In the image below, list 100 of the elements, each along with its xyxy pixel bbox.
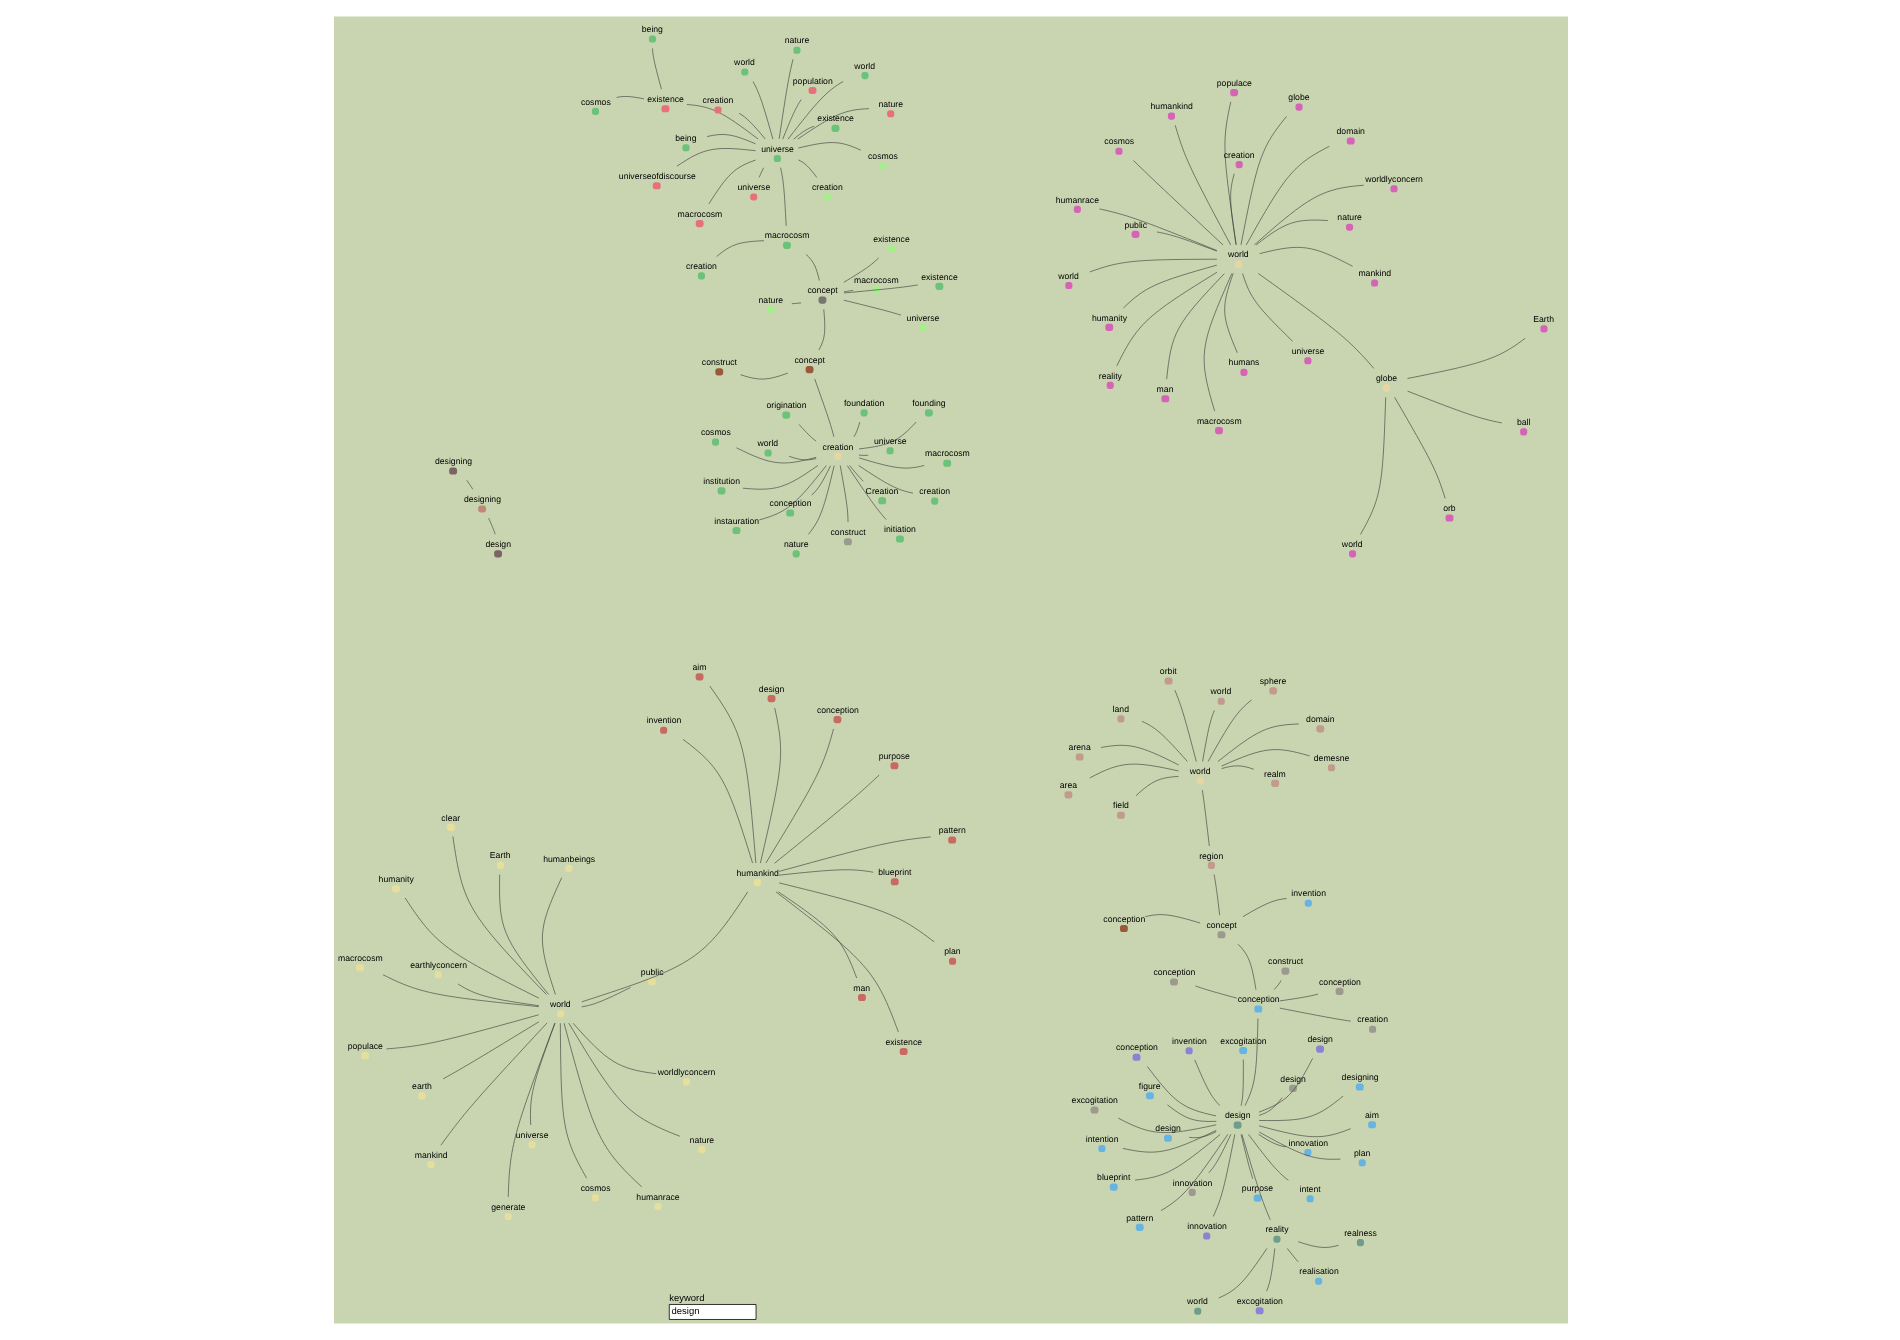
connector [842,257,879,283]
connector [1258,247,1352,267]
connector [1173,125,1230,246]
connector [1241,273,1292,342]
connector [439,1022,547,1146]
connector [777,869,873,876]
connector [848,465,863,482]
connector [1393,396,1445,499]
connector [739,372,788,380]
connector [1206,699,1251,762]
connector [735,447,816,464]
connector [1285,1248,1298,1263]
connector [792,126,814,140]
connector [1140,721,1187,762]
connector [1194,985,1237,999]
connector [817,309,825,351]
connector [1239,1059,1243,1106]
connector [1253,184,1364,246]
connector [786,81,843,140]
connector [852,421,860,438]
connector [1115,271,1217,367]
connector [403,897,539,999]
connector [529,1022,555,1126]
connector [797,424,816,442]
connector [1239,116,1286,246]
connector [1132,160,1223,246]
connector [781,99,801,140]
connector [451,836,546,995]
connector [1165,273,1224,380]
connector [1240,1134,1270,1221]
connector [842,290,853,293]
connector [681,739,752,864]
connector [1223,273,1237,354]
connector [764,728,833,864]
connector [759,707,780,864]
connector [741,465,818,490]
connector [790,302,801,304]
connector [567,1022,680,1137]
connector [1257,1134,1286,1148]
connector [751,81,773,140]
connector [1166,1104,1216,1122]
connector [1229,173,1236,245]
connector [1121,1130,1216,1153]
connector [1117,1117,1216,1133]
connector [506,1022,555,1198]
connector [1257,1095,1343,1121]
connector [1088,763,1178,779]
connector [797,159,817,178]
connector [705,134,755,145]
connector [1241,898,1286,917]
connector [1254,219,1328,246]
connector [1244,145,1329,246]
connector [1217,1248,1267,1299]
connector [845,465,886,520]
connector [571,1022,656,1074]
connector [758,465,826,521]
connector [385,1014,539,1050]
connector [779,167,786,227]
connector [777,882,934,943]
connector [715,240,764,257]
connector [1099,745,1178,766]
connector [1257,1125,1350,1137]
connector [813,378,834,438]
connector [1406,337,1525,379]
connector [1133,1134,1220,1181]
connector [1207,1133,1231,1174]
connector [1278,993,1318,1002]
connector [810,465,830,496]
connector [456,983,539,1007]
connector [559,1022,586,1179]
connector [857,454,868,456]
connector [857,465,913,494]
connector [1257,1058,1312,1113]
connector [1257,1097,1282,1116]
connector [487,517,495,535]
connector [796,108,869,140]
connector [757,167,763,178]
connector [580,891,748,1003]
connector [1265,1248,1275,1292]
connector [562,1022,642,1188]
connector [1098,208,1217,251]
connector [1406,390,1502,424]
connector [381,974,539,1007]
connector [1193,1059,1220,1106]
connector [465,479,473,490]
connector [498,874,548,995]
connector [1212,874,1220,916]
connector [1187,1131,1216,1138]
connector [1278,1007,1351,1022]
connector [1201,789,1209,847]
connector [1359,396,1385,535]
connector [1173,689,1196,762]
connector [1247,1134,1288,1181]
connector [773,774,879,864]
connector [1257,273,1374,369]
connector [675,148,755,167]
connector [787,455,816,461]
connector [1159,1134,1228,1211]
connector [1220,765,1254,770]
connector [804,254,819,281]
